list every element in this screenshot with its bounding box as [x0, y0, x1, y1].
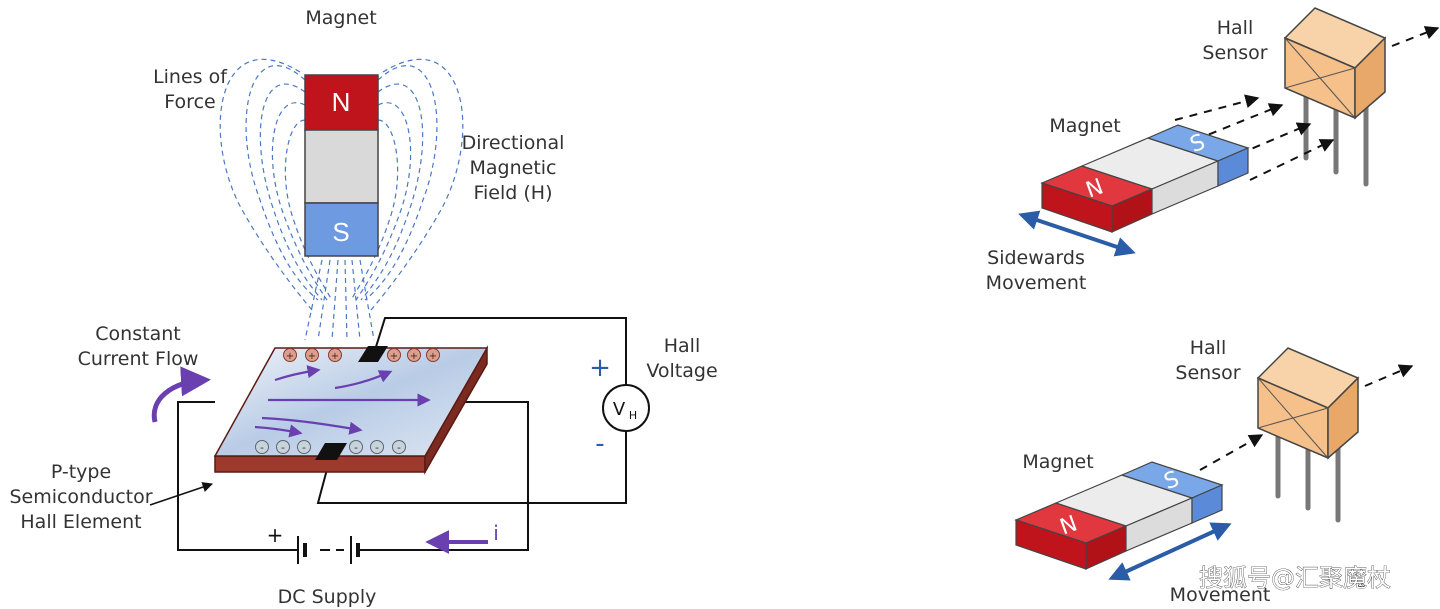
element-label-line1: P-type — [51, 461, 111, 483]
voltmeter-subscript: H — [629, 409, 637, 422]
lines-of-force-label-line2: Force — [164, 91, 215, 113]
charge-plus: + — [429, 351, 437, 362]
constant-current-arrow — [151, 366, 211, 423]
second-movement-arrow — [1108, 522, 1232, 581]
bar-magnet: N S — [304, 74, 379, 257]
hall-element-plate: + + + + + + - - - - - - — [213, 345, 489, 475]
current-symbol: i — [493, 521, 499, 545]
positive-charge-signs: + + + + + + — [286, 351, 437, 362]
charge-minus: - — [281, 441, 285, 454]
sidewards-hall-sensor-line1: Hall — [1217, 17, 1254, 39]
top-contact — [358, 346, 388, 362]
charge-minus: - — [375, 441, 379, 454]
bottom-contact — [315, 443, 347, 460]
second-movement-label: Movement — [1170, 584, 1271, 606]
negative-charges-row — [255, 440, 406, 454]
sidewards-magnet-block: N S — [1040, 124, 1250, 233]
element-label-line3: Hall Element — [20, 511, 141, 533]
second-hall-sensor-line1: Hall — [1190, 337, 1227, 359]
hall-voltage-minus: - — [595, 429, 604, 459]
directional-field-label-line1: Directional — [462, 132, 565, 154]
negative-charge-signs: - - - - - - — [260, 441, 401, 454]
hall-sensor-cube-2 — [1256, 347, 1360, 523]
hall-voltage-label-line1: Hall — [664, 335, 701, 357]
magnet-south-pole — [304, 202, 379, 257]
voltmeter: V H — [602, 384, 650, 432]
flux-direction-arrows-2 — [1199, 364, 1414, 471]
sidewards-movement-line1: Sidewards — [987, 247, 1085, 269]
directional-field-label-line2: Magnetic — [469, 157, 556, 179]
magnet-middle — [304, 129, 379, 204]
charge-minus: - — [302, 441, 306, 454]
charge-plus: + — [410, 351, 418, 362]
charge-plus: + — [286, 351, 294, 362]
dc-supply-label: DC Supply — [278, 586, 377, 608]
hall-effect-principle: N S Magnet Lines of Force Directional Ma… — [9, 7, 717, 608]
directional-field-label-line3: Field (H) — [473, 182, 552, 204]
lines-of-force-label-line1: Lines of — [153, 66, 228, 88]
hall-voltage-label-line2: Voltage — [646, 360, 717, 382]
magnet-north-pole — [304, 74, 379, 131]
positive-charges-row — [283, 348, 440, 362]
second-magnet-block: N S — [1014, 461, 1224, 570]
charge-plus: + — [308, 351, 316, 362]
watermark-text: 搜狐号@汇聚魔杖 — [1199, 564, 1391, 592]
constant-current-label-line2: Current Flow — [78, 348, 199, 370]
magnetic-field-lines — [219, 58, 464, 341]
battery-plus-sign: + — [267, 523, 284, 547]
hall-voltage-plus: + — [589, 353, 611, 383]
sidewards-movement-arrow — [1018, 210, 1136, 257]
sidewards-movement-panel: N S Hall Sensor Magnet Sidewards Movemen… — [986, 7, 1440, 294]
voltmeter-symbol: V — [613, 399, 626, 420]
magnet-label: Magnet — [305, 7, 376, 29]
sidewards-hall-sensor-line2: Sensor — [1202, 42, 1267, 64]
charge-minus: - — [260, 441, 264, 454]
element-pointer-line — [149, 482, 213, 506]
charge-minus: - — [354, 441, 358, 454]
charge-minus: - — [397, 441, 401, 454]
north-pole-label: N — [332, 87, 351, 117]
second-hall-sensor-line2: Sensor — [1175, 362, 1240, 384]
charge-plus: + — [390, 351, 398, 362]
charge-plus: + — [331, 351, 339, 362]
element-label-line2: Semiconductor — [9, 486, 152, 508]
second-movement-panel: N S Hall Sensor Magnet Movement — [1014, 337, 1414, 606]
current-flow-arrows — [254, 365, 431, 438]
second-magnet-label: Magnet — [1022, 451, 1093, 473]
sidewards-magnet-label: Magnet — [1049, 115, 1120, 137]
constant-current-label-line1: Constant — [95, 323, 180, 345]
south-pole-label: S — [332, 217, 349, 247]
dc-supply-battery — [297, 536, 360, 564]
hall-sensor-cube — [1283, 7, 1387, 187]
sidewards-movement-line2: Movement — [986, 272, 1087, 294]
